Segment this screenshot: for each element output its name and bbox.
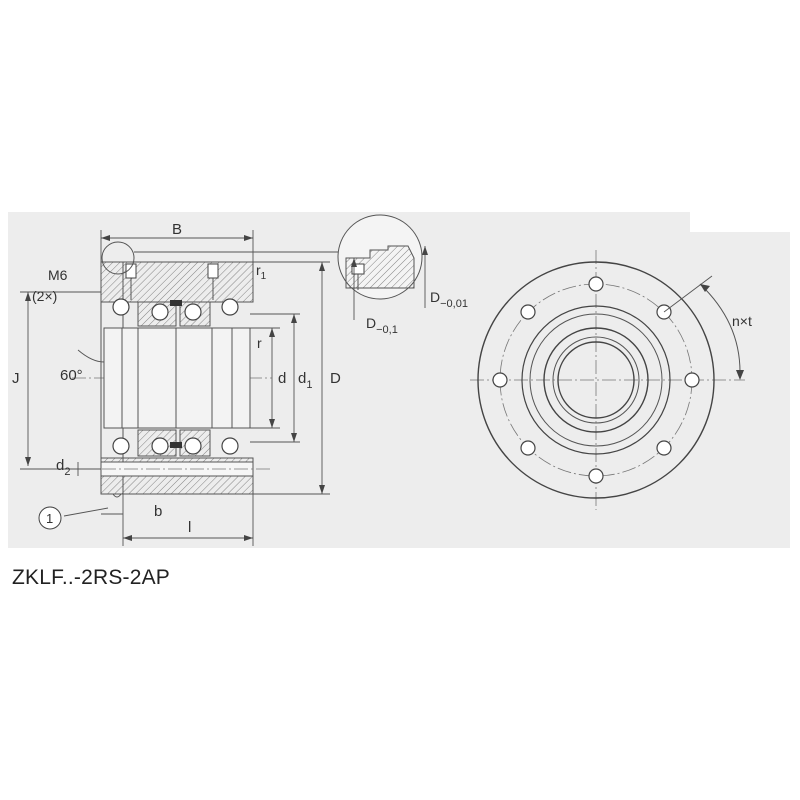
label-r1: r1 (256, 262, 267, 282)
label-d1: d1 (298, 370, 312, 391)
arrow-heads (25, 235, 325, 541)
ball-row-top (112, 298, 239, 321)
ball-row-bottom (112, 437, 239, 455)
detail-view (337, 214, 428, 320)
label-l: l (188, 519, 191, 536)
label-B: B (172, 221, 182, 238)
label-r: r (257, 335, 262, 351)
bolt-holes (492, 276, 700, 484)
label-b: b (154, 503, 162, 520)
label-M6: M6 (48, 267, 68, 283)
label-D: D (330, 370, 341, 387)
label-D-tol-01: D−0,1 (366, 315, 398, 336)
callout-1: 1 (38, 506, 62, 530)
label-60-degree: 60° (60, 367, 83, 384)
label-n-x-t: n×t (732, 313, 752, 329)
label-2x: (2×) (32, 288, 57, 304)
dimension-lines (20, 230, 340, 546)
label-d: d (278, 370, 286, 387)
section-view (72, 261, 272, 498)
label-J: J (12, 370, 20, 387)
label-D-tol-001: D−0,01 (430, 289, 468, 310)
svg-text:1: 1 (46, 511, 53, 526)
front-view (470, 250, 745, 510)
diagram-caption: ZKLF..-2RS-2AP (12, 566, 171, 589)
label-d2: d2 (56, 457, 70, 478)
